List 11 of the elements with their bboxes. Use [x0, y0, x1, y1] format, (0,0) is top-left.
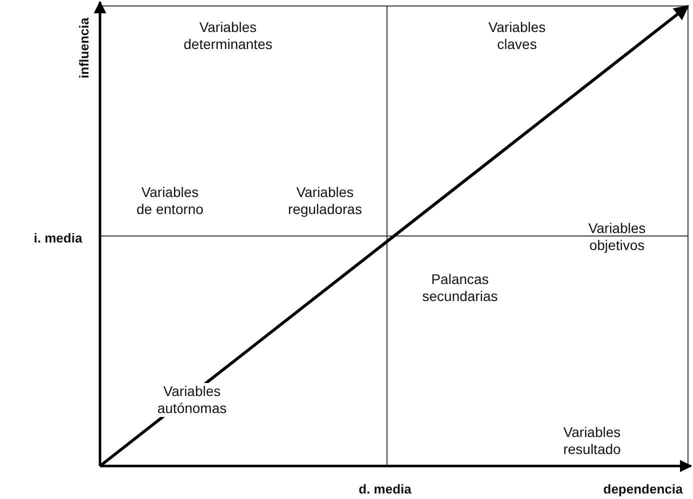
- quadrant-label: Variables determinantes: [182, 19, 274, 53]
- quadrant-label: Palancas secundarias: [421, 271, 499, 305]
- quadrant-label: Variables resultado: [562, 424, 622, 458]
- axis-title: dependencia: [603, 480, 683, 498]
- axis-title: influencia: [76, 18, 92, 78]
- quadrant-label: Variables reguladoras: [287, 184, 363, 218]
- axis-tick-label: d. media: [358, 480, 412, 498]
- axis-tick-label: i. media: [34, 230, 82, 246]
- quadrant-label: Variables de entorno: [136, 184, 204, 218]
- quadrant-label: Variables claves: [487, 19, 547, 53]
- quadrant-label: Variables objetivos: [587, 220, 647, 254]
